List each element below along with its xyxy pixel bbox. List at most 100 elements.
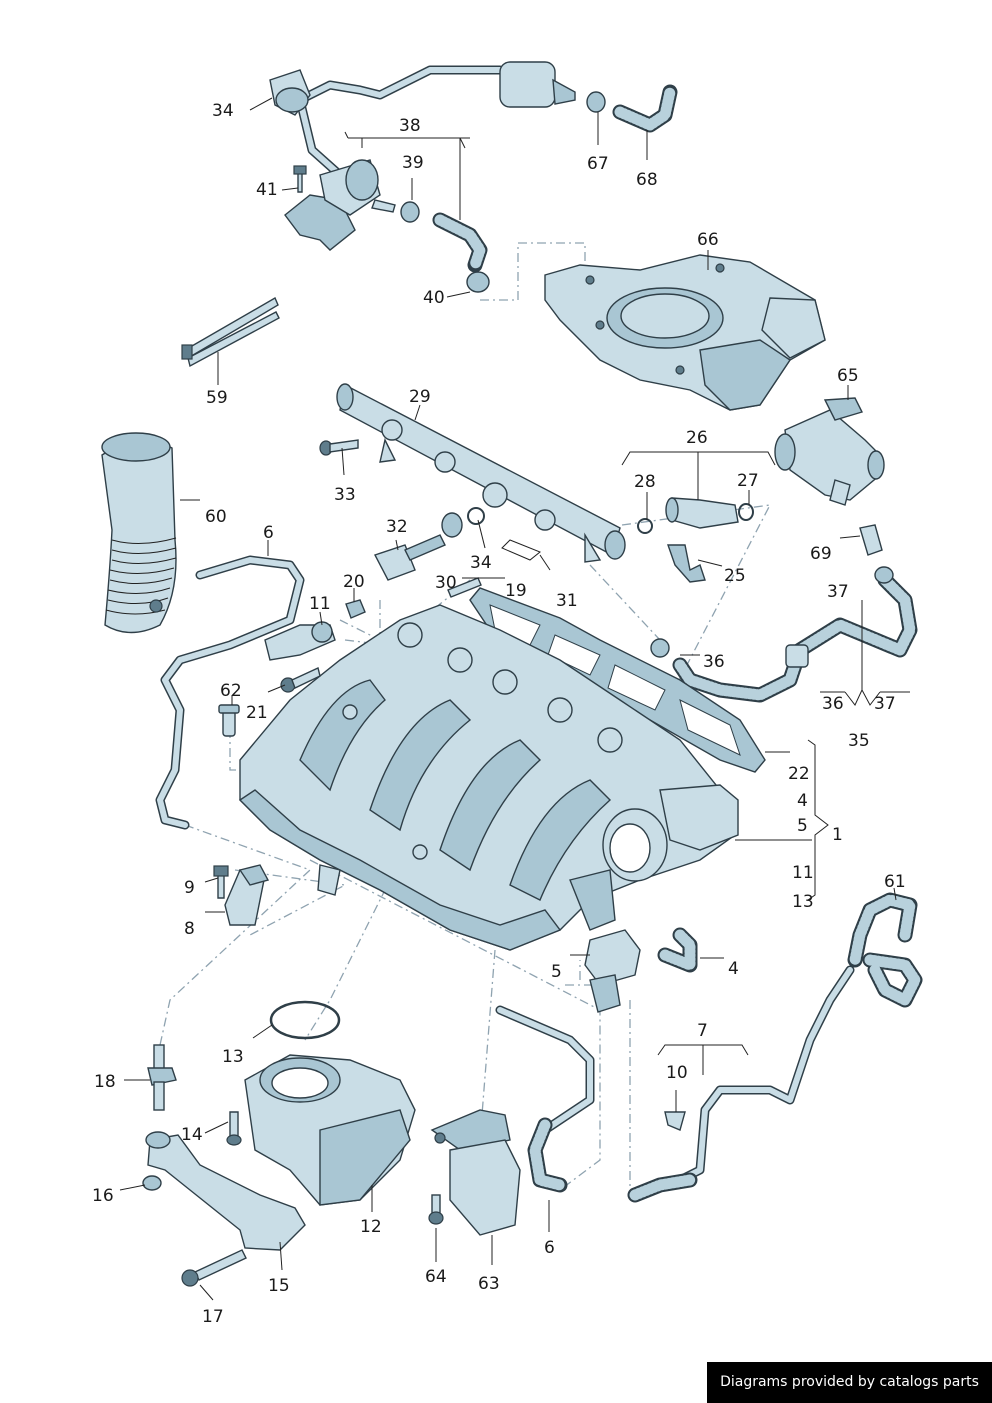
callout-label: 7: [697, 1021, 708, 1041]
callout-label: 61: [884, 872, 906, 892]
callout-labels: 34 38 39 40 41 67 68 66 59 29 33 60 6 32…: [92, 101, 906, 1327]
bolt-14: [226, 1111, 242, 1146]
callout-label: 1: [832, 825, 843, 845]
callout-label: 59: [206, 388, 228, 408]
callout-label: 10: [666, 1063, 688, 1083]
callout-label: 32: [386, 517, 408, 537]
vent-line-7: [627, 965, 855, 1203]
callout-label: 6: [263, 523, 274, 543]
callout-label: 25: [724, 566, 746, 586]
hose-61: [847, 892, 923, 1008]
hose-4: [657, 927, 698, 973]
clip-39: [400, 201, 420, 223]
callout-label: 5: [551, 962, 562, 982]
fitting-62: [218, 704, 240, 737]
bracket-25: [667, 544, 706, 583]
vent-hose-6-upper: [155, 555, 305, 830]
clip-31: [501, 539, 541, 561]
callout-label: 15: [268, 1276, 290, 1296]
callout-label: 20: [343, 572, 365, 592]
callout-label: 4: [797, 791, 808, 811]
bolt-17: [181, 1249, 247, 1287]
callout-label: 38: [399, 116, 421, 136]
callout-label: 19: [505, 581, 527, 601]
callout-label: 41: [256, 180, 278, 200]
callout-label: 67: [587, 154, 609, 174]
cable-ties-59: [181, 296, 280, 368]
callout-label: 28: [634, 472, 656, 492]
bolt-64: [428, 1194, 444, 1225]
callout-label: 69: [810, 544, 832, 564]
bolt-21: [280, 667, 321, 693]
callout-label: 12: [360, 1217, 382, 1237]
callout-label: 62: [220, 681, 242, 701]
callout-label: 36: [703, 652, 725, 672]
hose-connector-36: [785, 644, 809, 668]
valve-5: [584, 929, 641, 1013]
vent-line-top: [295, 65, 505, 180]
filter-67: [499, 61, 606, 113]
injector-26: [637, 497, 754, 534]
nut-20: [345, 599, 366, 619]
throttle-body-12: [244, 1000, 416, 1206]
sensor-8: [213, 864, 270, 926]
footer-credit: Diagrams provided by catalogs parts: [707, 1362, 992, 1403]
hose-35-assembly: [672, 572, 918, 703]
callout-label: 39: [402, 153, 424, 173]
pressure-sensor-32: [374, 512, 463, 581]
clip-36: [650, 638, 670, 658]
callout-label: 6: [544, 1238, 555, 1258]
hose-38: [432, 212, 488, 273]
connection-lines: [159, 242, 772, 1191]
callout-label: 36: [822, 694, 844, 714]
hose-68: [612, 84, 678, 133]
clamp-42: [269, 69, 311, 116]
vent-hose-6-lower: [495, 1005, 595, 1193]
callout-label: 34: [470, 553, 492, 573]
valve-bracket-41: [284, 159, 396, 251]
clip-37: [874, 566, 894, 584]
clip-40: [466, 271, 490, 293]
sensor-11: [264, 621, 336, 661]
air-intake-tube-60: [101, 432, 177, 634]
callout-label: 64: [425, 1267, 447, 1287]
fitting-69: [859, 524, 883, 556]
callout-label: 18: [94, 1072, 116, 1092]
callout-label: 21: [246, 703, 268, 723]
callout-label: 68: [636, 170, 658, 190]
callout-label: 30: [435, 573, 457, 593]
callout-label: 8: [184, 919, 195, 939]
fuel-rail-29: [336, 383, 626, 563]
callout-label: 29: [409, 387, 431, 407]
bracket-63: [430, 1109, 521, 1236]
callout-label: 33: [334, 485, 356, 505]
callout-label: 22: [788, 764, 810, 784]
clip-10: [664, 1111, 686, 1131]
callout-label: 11: [792, 863, 814, 883]
callout-label: 13: [792, 892, 814, 912]
callout-label: 34: [212, 101, 234, 121]
callout-label: 17: [202, 1307, 224, 1327]
callout-label: 26: [686, 428, 708, 448]
callout-label: 13: [222, 1047, 244, 1067]
bracket-15: [142, 1131, 306, 1251]
callout-label: 27: [737, 471, 759, 491]
callout-label: 60: [205, 507, 227, 527]
callout-label: 66: [697, 230, 719, 250]
intake-manifold-1: [238, 604, 739, 951]
callout-label: 14: [181, 1125, 203, 1145]
callout-label: 37: [827, 582, 849, 602]
high-pressure-pump-65: [774, 397, 885, 506]
callout-label: 16: [92, 1186, 114, 1206]
callout-label: 4: [728, 959, 739, 979]
callout-label: 40: [423, 288, 445, 308]
callout-label: 11: [309, 594, 331, 614]
callout-label: 31: [556, 591, 578, 611]
callout-label: 35: [848, 731, 870, 751]
bolt-33: [319, 439, 359, 456]
callout-label: 9: [184, 878, 195, 898]
seal-34: [467, 507, 485, 525]
callout-label: 63: [478, 1274, 500, 1294]
callout-label: 5: [797, 816, 808, 836]
